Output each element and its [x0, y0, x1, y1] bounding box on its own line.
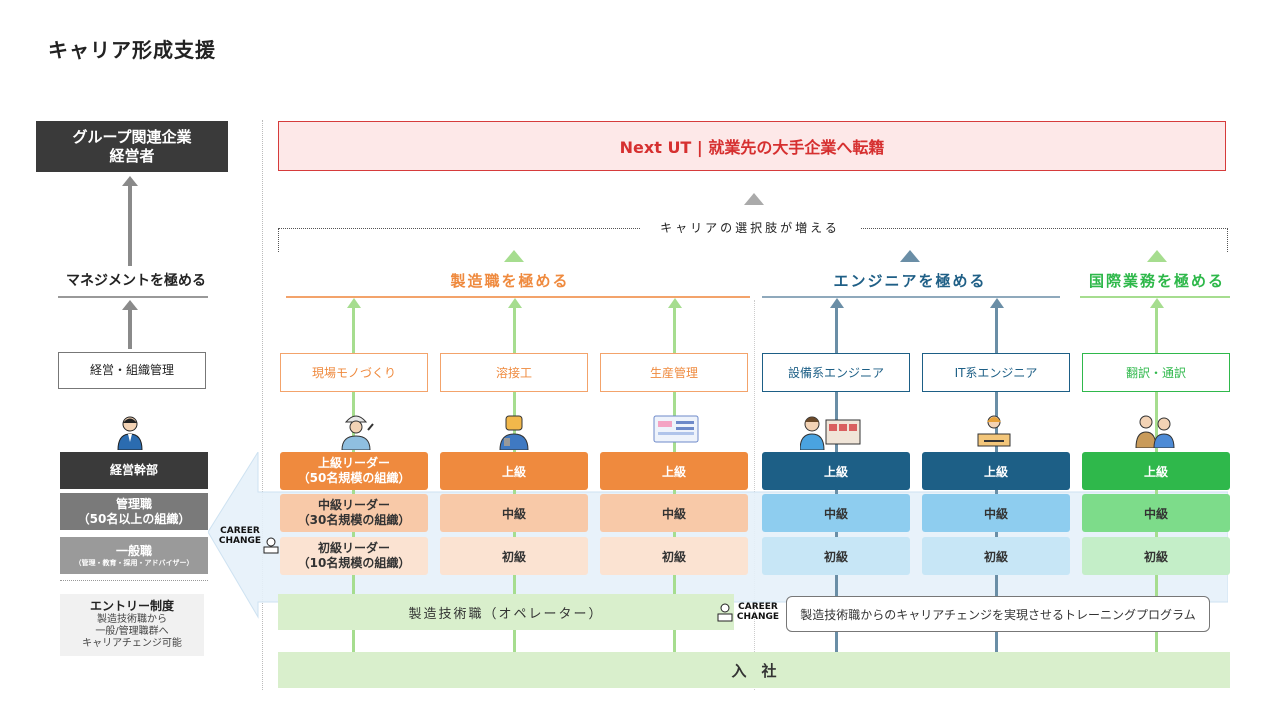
category-equipment-engineer: 設備系エンジニア — [762, 353, 910, 392]
level-lower: 初級 — [600, 537, 748, 575]
next-ut-banner-text: Next UT | 就業先の大手企業へ転籍 — [619, 138, 885, 157]
management-heading: マネジメントを極める — [66, 273, 206, 289]
career-change-badge: CAREER CHANGE — [218, 526, 262, 546]
triangle-up-icon — [744, 193, 764, 205]
management-org-box: 経営・組織管理 — [58, 352, 206, 389]
level-lower: 初級リーダー （10名規模の組織） — [280, 537, 428, 575]
arrow-head — [122, 176, 138, 186]
entry-system-desc: 製造技術職から 一般/管理職群へ キャリアチェンジ可能 — [82, 614, 182, 649]
level-middle: 中級 — [440, 494, 588, 532]
category-translation: 翻訳・通訳 — [1082, 353, 1230, 392]
person-icon — [263, 537, 279, 554]
level-middle: 中級 — [922, 494, 1070, 532]
level-lower: 初級 — [440, 537, 588, 575]
equipment-engineer-icon — [800, 416, 861, 450]
level-upper: 上級 — [1082, 452, 1230, 490]
welder-icon — [499, 415, 529, 450]
arrow-head — [347, 298, 361, 308]
arrow-head — [990, 298, 1004, 308]
general-sublabel: （管理・教育・採用・アドバイザー） — [74, 559, 194, 567]
level-lower: 初級 — [1082, 537, 1230, 575]
arrow-head — [668, 298, 682, 308]
arrow-up-icon — [128, 305, 132, 349]
arrow-head — [830, 298, 844, 308]
page-title: キャリア形成支援 — [48, 38, 216, 62]
track-underline — [286, 296, 750, 298]
career-change-badge: CAREER CHANGE — [736, 602, 780, 622]
training-program-label: 製造技術職からのキャリアチェンジを実現させるトレーニングプログラム — [800, 607, 1196, 622]
category-it-engineer: IT系エンジニア — [922, 353, 1070, 392]
entry-system-title: エントリー制度 — [89, 599, 174, 613]
group-executive-box: グループ関連企業 経営者 — [36, 121, 228, 172]
category-welder: 溶接工 — [440, 353, 588, 392]
category-genba: 現場モノづくり — [280, 353, 428, 392]
person-icon — [717, 603, 733, 622]
entry-bar: 入 社 — [278, 652, 1230, 688]
track-heading-engineer: エンジニアを極める — [833, 272, 987, 290]
triangle-up-icon — [504, 250, 524, 262]
entry-bar-label: 入 社 — [731, 661, 777, 680]
category-production: 生産管理 — [600, 353, 748, 392]
next-ut-banner: Next UT | 就業先の大手企業へ転籍 — [278, 121, 1226, 171]
triangle-up-icon — [1147, 250, 1167, 262]
entry-system-box: エントリー制度 製造技術職から 一般/管理職群へ キャリアチェンジ可能 — [60, 594, 204, 656]
executive-box: 経営幹部 — [60, 452, 208, 489]
options-label: キャリアの選択肢が増える — [640, 219, 860, 236]
interpreter-icon — [1135, 415, 1175, 448]
management-underline — [58, 296, 208, 298]
level-upper: 上級 — [600, 452, 748, 490]
career-change-arrow — [208, 452, 1228, 619]
arrow-up-icon — [128, 182, 132, 266]
track-heading-manufacturing: 製造職を極める — [450, 272, 570, 290]
left-dotted-separator — [60, 580, 208, 581]
level-upper: 上級 — [762, 452, 910, 490]
training-program-box: 製造技術職からのキャリアチェンジを実現させるトレーニングプログラム — [786, 596, 1210, 632]
general-box: 一般職 （管理・教育・採用・アドバイザー） — [60, 537, 208, 574]
manager-box: 管理職 （50名以上の組織） — [60, 493, 208, 530]
level-middle: 中級リーダー （30名規模の組織） — [280, 494, 428, 532]
level-middle: 中級 — [600, 494, 748, 532]
level-upper: 上級 — [922, 452, 1070, 490]
level-middle: 中級 — [762, 494, 910, 532]
left-divider — [262, 120, 263, 690]
operator-label: 製造技術職（オペレーター） — [408, 606, 604, 622]
arrow-head — [1150, 298, 1164, 308]
triangle-up-icon — [900, 250, 920, 262]
level-upper: 上級リーダー （50名規模の組織） — [280, 452, 428, 490]
track-underline — [1080, 296, 1230, 298]
factory-worker-icon — [341, 415, 374, 450]
arrow-head — [508, 298, 522, 308]
track-heading-international: 国際業務を極める — [1088, 272, 1225, 290]
level-lower: 初級 — [762, 537, 910, 575]
general-label: 一般職 — [115, 544, 152, 558]
level-lower: 初級 — [922, 537, 1070, 575]
track-underline — [762, 296, 1060, 298]
operator-box: 製造技術職（オペレーター） — [278, 594, 734, 630]
arrow-head — [122, 300, 138, 310]
businessperson-icon — [117, 416, 143, 450]
level-upper: 上級 — [440, 452, 588, 490]
it-engineer-icon — [977, 415, 1011, 447]
production-screen-icon — [653, 415, 699, 443]
level-middle: 中級 — [1082, 494, 1230, 532]
